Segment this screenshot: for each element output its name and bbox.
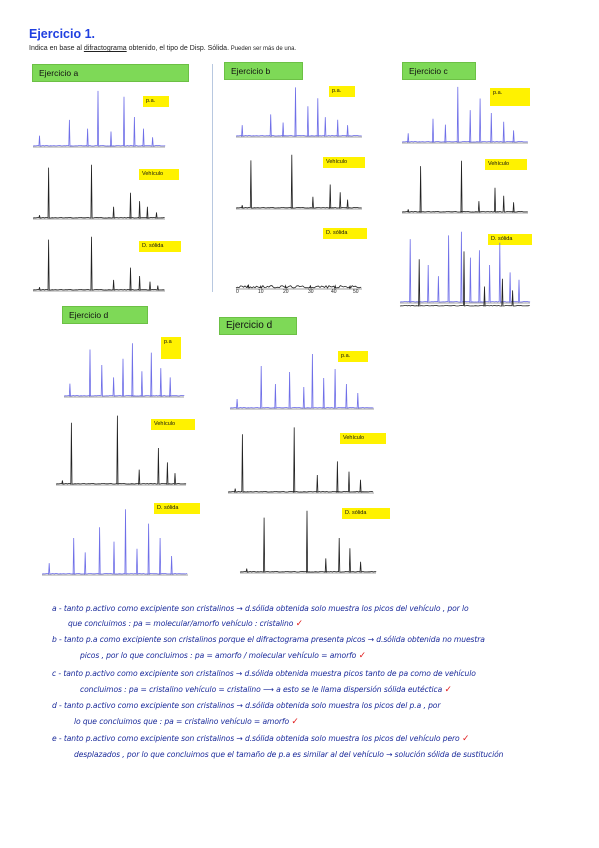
label-dsolida-b: D. sólida (323, 228, 367, 239)
answer-c-line1: c - tanto p.activo como excipiente son c… (52, 669, 476, 678)
diffractogram-d-dsolida (41, 509, 188, 576)
check-icon: ✓ (295, 619, 304, 629)
diffractogram-b-pa (235, 87, 362, 138)
answer-c-line2: concluimos : pa = cristalino vehículo = … (80, 685, 452, 695)
label-dsolida-d: D. sólida (154, 503, 200, 514)
diffraction-trace (239, 510, 377, 574)
header-ejercicio-b: Ejercicio b (224, 62, 303, 80)
page-title: Ejercicio 1. (29, 27, 96, 41)
diffraction-trace (401, 160, 528, 214)
diffractogram-e-dsolida (239, 510, 377, 574)
label-vehiculo-a: Vehículo (139, 169, 179, 180)
check-icon: ✓ (461, 734, 470, 744)
diffractogram-a-dsolida (32, 236, 165, 292)
label-pa-b: p.a. (329, 86, 355, 97)
diffraction-trace (399, 251, 530, 307)
answer-a-line2: que concluimos : pa = molecular/amorfo v… (68, 619, 304, 629)
diffraction-trace (229, 353, 374, 410)
divider-line (212, 64, 213, 292)
answer-d-line2: lo que concluimos que : pa = cristalino … (74, 717, 299, 727)
answer-b-line2: picos , por lo que concluimos : pa = amo… (80, 651, 367, 661)
label-pa-d: p.a (161, 337, 181, 359)
diffractogram-b-vehiculo (235, 154, 362, 210)
diffractogram-e-pa (229, 353, 374, 410)
label-pa-a: p.a. (143, 96, 169, 107)
diffraction-trace (399, 231, 531, 304)
diffractogram-d-pa (63, 343, 185, 398)
header-ejercicio-e: Ejercicio d (219, 317, 297, 335)
diffractogram-c-dsolida (399, 231, 531, 307)
diffraction-trace (227, 427, 374, 493)
diffractogram-e-vehiculo (227, 427, 374, 494)
label-vehiculo-d: Vehículo (151, 419, 195, 430)
answer-b-line1: b - tanto p.a como excipiente son crista… (52, 635, 485, 644)
answer-a-line1: a - tanto p.activo como excipiente son c… (52, 604, 469, 613)
diffraction-trace (41, 509, 188, 575)
label-pa-c: p.a. (490, 88, 530, 106)
label-vehiculo-b: Vehículo (323, 157, 365, 168)
diffractogram-b-dsolida (235, 284, 362, 290)
axis-ticks-b: 0 10 20 30 40 50 (236, 289, 359, 295)
diffraction-trace (32, 90, 166, 148)
diffraction-trace (32, 236, 165, 292)
diffraction-trace (401, 86, 528, 144)
diffraction-trace (235, 284, 362, 290)
diffractogram-a-pa (32, 90, 166, 148)
check-icon: ✓ (291, 717, 299, 727)
diffractogram-a-vehiculo (32, 164, 165, 220)
label-vehiculo-c: Vehículo (485, 159, 527, 170)
answer-e-line2: desplazados , por lo que concluimos que … (74, 750, 504, 759)
label-dsolida-e: D. sólida (342, 508, 390, 519)
diffraction-trace (235, 154, 362, 210)
label-vehiculo-e: Vehículo (340, 433, 386, 444)
header-ejercicio-c: Ejercicio c (402, 62, 476, 80)
diffraction-trace (235, 87, 362, 138)
header-ejercicio-d: Ejercicio d (62, 306, 148, 324)
diffractogram-d-vehiculo (55, 415, 187, 486)
check-icon: ✓ (358, 651, 367, 661)
diffraction-trace (63, 343, 185, 397)
label-pa-e: p.a. (338, 351, 368, 362)
diffraction-trace (55, 415, 187, 486)
answer-e-line1: e - tanto p.activo como excipiente son c… (52, 734, 470, 744)
check-icon: ✓ (444, 685, 453, 695)
diffractogram-c-pa (401, 86, 528, 144)
instructions: Indica en base al difractograma obtenido… (29, 45, 297, 52)
diffractogram-c-vehiculo (401, 160, 528, 214)
diffraction-trace (32, 164, 165, 220)
label-dsolida-a: D. sólida (139, 241, 181, 252)
answer-d-line1: d - tanto p.activo como excipiente son c… (52, 701, 441, 710)
label-dsolida-c: D. sólida (488, 234, 532, 245)
header-ejercicio-a: Ejercicio a (32, 64, 189, 82)
